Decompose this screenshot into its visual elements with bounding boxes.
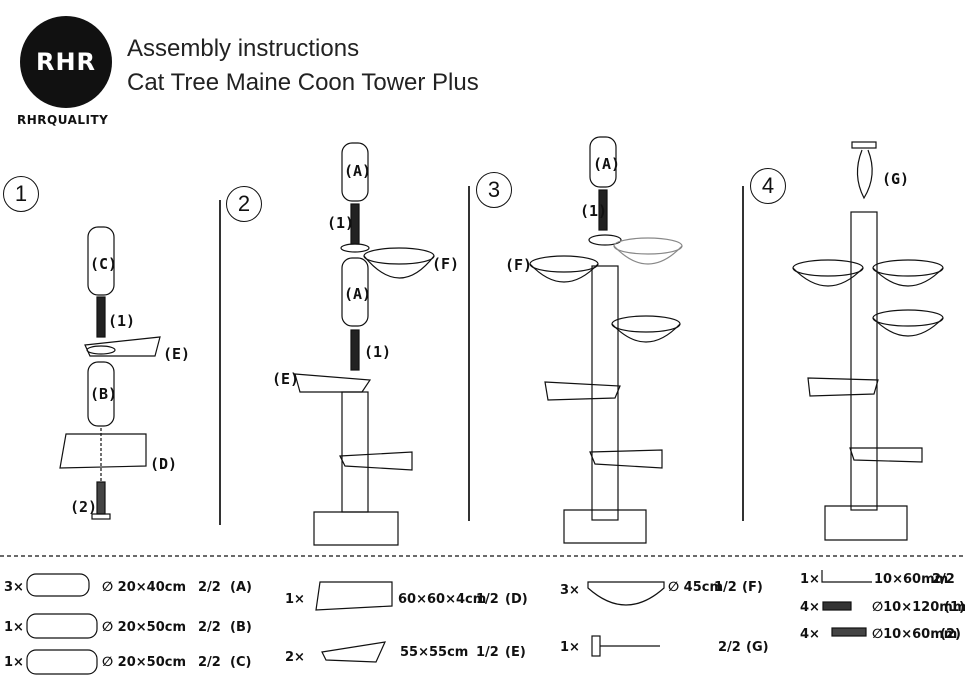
part-count: 1/2 bbox=[476, 645, 499, 660]
parts-icons bbox=[26, 570, 872, 675]
part-qty: 1× bbox=[285, 592, 305, 607]
step-divider bbox=[219, 200, 221, 525]
label-f: (F) bbox=[432, 255, 460, 273]
part-qty: 2× bbox=[285, 650, 305, 665]
part-dim: ∅ 20×50cm bbox=[102, 655, 186, 670]
part-dim: ∅10×120mm bbox=[872, 600, 965, 615]
part-id: (G) bbox=[746, 640, 769, 655]
label-1: (1) bbox=[108, 312, 136, 330]
step-1-number: 1 bbox=[3, 176, 39, 212]
part-id: (1) bbox=[944, 600, 965, 615]
page-title: Assembly instructions Cat Tree Maine Coo… bbox=[127, 32, 479, 100]
part-count: 2/2 bbox=[198, 580, 221, 595]
label-a: (A) bbox=[344, 285, 372, 303]
label-a: (A) bbox=[593, 155, 621, 173]
label-a: (A) bbox=[344, 162, 372, 180]
part-qty: 3× bbox=[560, 583, 580, 598]
step-divider bbox=[468, 186, 470, 521]
label-b: (B) bbox=[90, 385, 118, 403]
part-qty: 1× bbox=[4, 655, 24, 670]
step-3-number: 3 bbox=[476, 172, 512, 208]
tube-c bbox=[87, 226, 115, 296]
part-id: (B) bbox=[230, 620, 252, 635]
step-4-number: 4 bbox=[750, 168, 786, 204]
part-dim: ∅ 20×50cm bbox=[102, 620, 186, 635]
platform-e-2 bbox=[294, 373, 372, 393]
label-c: (C) bbox=[90, 255, 118, 273]
part-dim: 10×60mm bbox=[874, 572, 949, 587]
part-dim: ∅ 20×40cm bbox=[102, 580, 186, 595]
logo-text: RHR bbox=[35, 48, 97, 76]
step-divider bbox=[742, 186, 744, 521]
tube-a-mid bbox=[341, 257, 369, 327]
part-id: (A) bbox=[230, 580, 252, 595]
part-id: (F) bbox=[742, 580, 763, 595]
title-line-2: Cat Tree Maine Coon Tower Plus bbox=[127, 69, 479, 96]
part-id: (C) bbox=[230, 655, 252, 670]
label-g: (G) bbox=[882, 170, 910, 188]
base-2 bbox=[313, 511, 399, 546]
part-dim: ∅10×60mm bbox=[872, 627, 958, 642]
title-line-1: Assembly instructions bbox=[127, 35, 360, 62]
label-1: (1) bbox=[327, 214, 355, 232]
tube-a-top bbox=[341, 142, 369, 202]
part-count: 2/2 bbox=[718, 640, 741, 655]
screw-2 bbox=[96, 481, 106, 515]
part-id: (D) bbox=[505, 592, 528, 607]
part-id: (2) bbox=[940, 627, 961, 642]
part-count: 2/2 bbox=[932, 572, 955, 587]
part-qty: 1× bbox=[560, 640, 580, 655]
bowl-f bbox=[363, 255, 435, 279]
brand-name: RHRQUALITY bbox=[17, 113, 109, 127]
part-qty: 4× bbox=[800, 600, 820, 615]
step-4-drawing bbox=[792, 141, 944, 541]
label-d: (D) bbox=[150, 455, 178, 473]
part-dim: 55×55cm bbox=[400, 645, 469, 660]
part-dim: ∅ 45cm bbox=[668, 580, 724, 595]
part-qty: 1× bbox=[800, 572, 820, 587]
label-e: (E) bbox=[272, 370, 300, 388]
label-1: (1) bbox=[364, 343, 392, 361]
step-1-drawing bbox=[59, 226, 161, 520]
label-e: (E) bbox=[163, 345, 191, 363]
part-count: 2/2 bbox=[198, 620, 221, 635]
part-count: 2/2 bbox=[198, 655, 221, 670]
label-2: (2) bbox=[70, 498, 98, 516]
step-2-number: 2 bbox=[226, 186, 262, 222]
part-count: 1/2 bbox=[476, 592, 499, 607]
screw-1 bbox=[96, 296, 106, 338]
base-d bbox=[59, 433, 147, 469]
part-dim: 60×60×4cm bbox=[398, 592, 487, 607]
label-f: (F) bbox=[505, 256, 533, 274]
brand-logo: RHR bbox=[20, 16, 112, 108]
part-qty: 4× bbox=[800, 627, 820, 642]
part-qty: 3× bbox=[4, 580, 24, 595]
part-count: 1/2 bbox=[714, 580, 737, 595]
step-3-drawing bbox=[529, 136, 683, 544]
part-qty: 1× bbox=[4, 620, 24, 635]
part-id: (E) bbox=[505, 645, 526, 660]
tube-b bbox=[87, 361, 115, 427]
label-1: (1) bbox=[580, 202, 608, 220]
step-2-drawing bbox=[294, 142, 435, 546]
